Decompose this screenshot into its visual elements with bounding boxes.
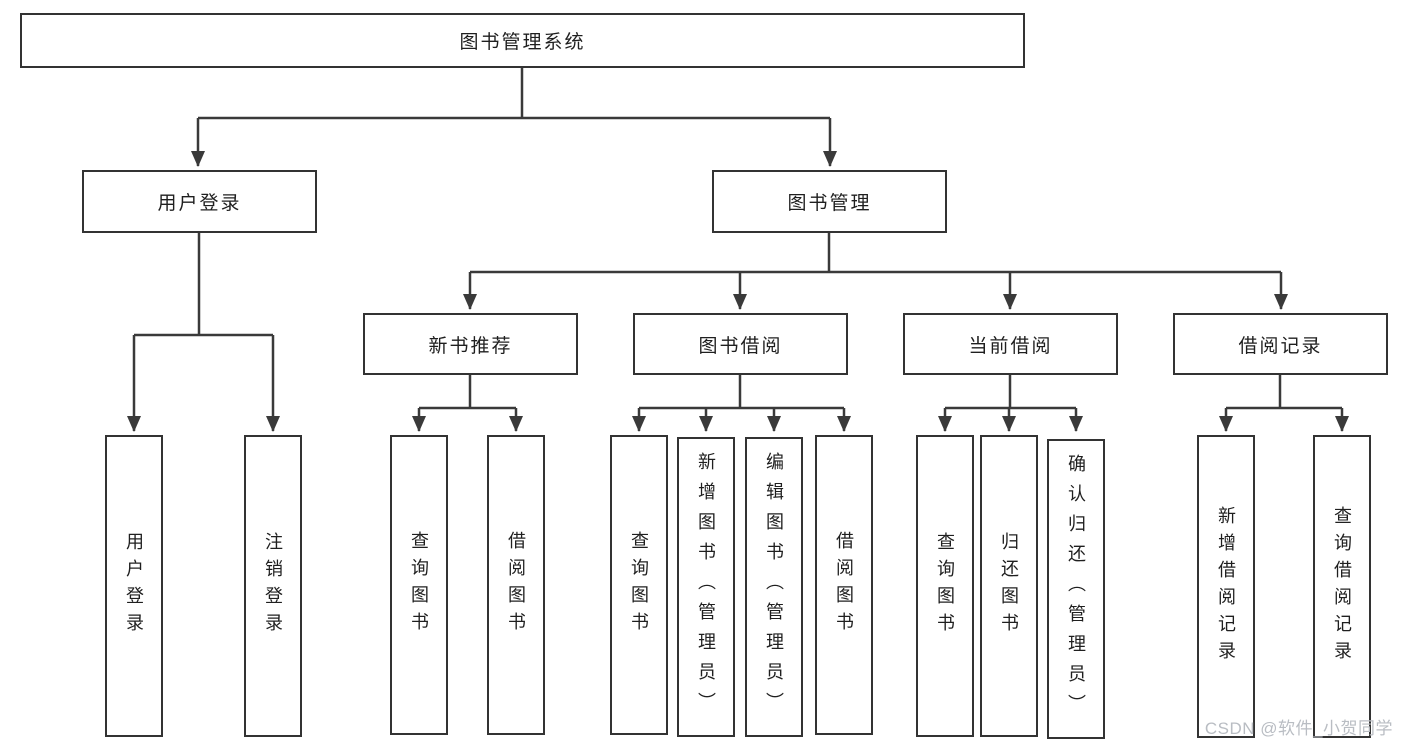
node-do-user-login-label: 用户登录 [124,532,144,640]
node-borrow-books-label: 借阅图书 [834,531,854,639]
node-borrow-books-recommend-label: 借阅图书 [506,531,526,639]
node-add-borrow-record-label: 新增借阅记录 [1216,505,1236,668]
node-do-user-login: 用户登录 [105,435,163,737]
connector-borrow-records-to-children [1219,375,1349,432]
connector-book-management-to-level3 [463,233,1288,310]
node-query-books-recommend-label: 查询图书 [409,531,429,639]
node-borrow-records: 借阅记录 [1173,313,1388,375]
node-current-borrow: 当前借阅 [903,313,1118,375]
node-borrow-records-label: 借阅记录 [1238,335,1323,357]
node-return-book-label: 归还图书 [999,532,1019,640]
node-borrow-books: 借阅图书 [815,435,873,735]
node-root-label: 图书管理系统 [459,32,586,53]
node-root: 图书管理系统 [20,13,1025,68]
csdn-watermark: CSDN @软件_小贺同学 [1204,719,1393,738]
node-add-borrow-record: 新增借阅记录 [1197,435,1255,738]
node-new-book-recommend: 新书推荐 [363,313,578,375]
node-add-book-admin-label: 新增图书（管理员） [696,452,716,722]
node-query-books-recommend: 查询图书 [390,435,448,735]
node-book-management: 图书管理 [712,170,947,233]
node-user-login-label: 用户登录 [157,193,242,214]
node-query-books-borrow: 查询图书 [610,435,668,735]
node-user-login: 用户登录 [82,170,317,233]
connector-root-to-level2 [191,68,837,167]
node-edit-book-admin: 编辑图书（管理员） [745,437,803,737]
node-query-books-current-label: 查询图书 [935,532,955,640]
connector-current-borrow-to-children [938,375,1083,432]
node-confirm-return-admin: 确认归还（管理员） [1047,439,1105,739]
node-return-book: 归还图书 [980,435,1038,737]
node-query-borrow-record: 查询借阅记录 [1313,435,1371,738]
node-add-book-admin: 新增图书（管理员） [677,437,735,737]
node-logout-label: 注销登录 [263,532,283,640]
node-borrow-books-recommend: 借阅图书 [487,435,545,735]
node-current-borrow-label: 当前借阅 [968,335,1053,357]
node-query-books-current: 查询图书 [916,435,974,737]
node-logout: 注销登录 [244,435,302,737]
node-query-borrow-record-label: 查询借阅记录 [1332,505,1352,668]
connector-user-login-to-children [127,233,280,432]
node-book-borrow-label: 图书借阅 [698,335,783,357]
node-new-book-recommend-label: 新书推荐 [428,335,513,357]
node-book-management-label: 图书管理 [787,193,872,214]
connector-book-borrow-to-children [632,375,851,432]
node-query-books-borrow-label: 查询图书 [629,531,649,639]
node-book-borrow: 图书借阅 [633,313,848,375]
connector-new-book-recommend-to-children [412,375,523,432]
node-confirm-return-admin-label: 确认归还（管理员） [1066,454,1086,724]
node-edit-book-admin-label: 编辑图书（管理员） [764,452,784,722]
